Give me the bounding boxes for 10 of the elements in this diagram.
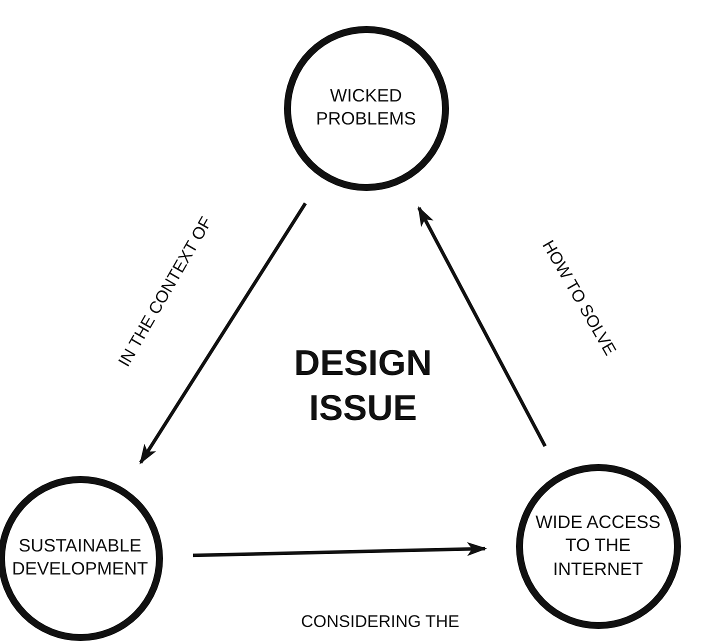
- node-label: WICKED PROBLEMS: [314, 84, 418, 131]
- node-label: SUSTAINABLE DEVELOPMENT: [12, 534, 148, 581]
- arrow: [417, 206, 547, 447]
- arrow: [192, 542, 488, 558]
- edge-label: CONSIDERING THE: [301, 612, 460, 632]
- arrow: [139, 202, 307, 464]
- circle-node: [284, 26, 448, 190]
- center-title: DESIGN ISSUE: [292, 341, 434, 430]
- node-label: WIDE ACCESS TO THE INTERNET: [534, 510, 662, 581]
- circle-node: [516, 464, 680, 628]
